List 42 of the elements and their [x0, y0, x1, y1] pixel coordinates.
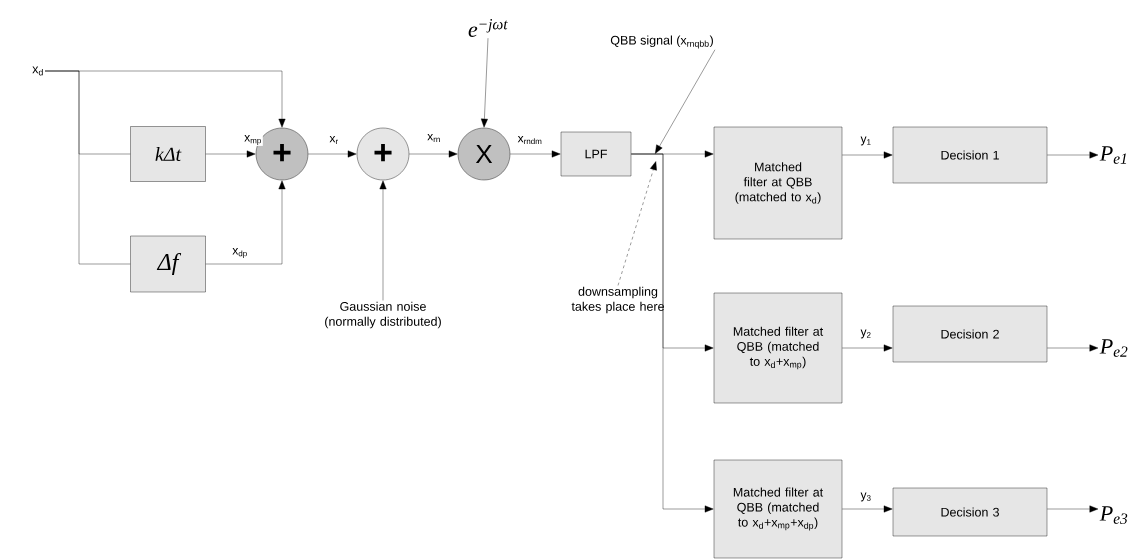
edge-label: y$_{3}$ — [859, 491, 873, 503]
arrow — [842, 344, 893, 352]
arrow — [1047, 151, 1099, 159]
frequency-box: Δf — [130, 235, 206, 293]
formula-label: e$^{−jωt}$ — [468, 19, 508, 37]
output-label: P$_{e3}$ — [1099, 506, 1128, 524]
edge-label: y$_{1}$ — [859, 135, 873, 147]
decision-box: Decision 3 — [892, 487, 1048, 537]
edge-label: x$_{r}$ — [328, 134, 340, 146]
arrow — [205, 150, 256, 158]
arrow — [842, 151, 893, 159]
arrow — [510, 150, 561, 158]
filter-box: LPF — [560, 131, 632, 177]
matched-filter-box: Matched filter at QBB (matched to x$_{d}$) — [713, 126, 843, 240]
edge-label: x$_{mp}$ — [243, 134, 263, 146]
edge-label: x$_{dp}$ — [231, 247, 249, 259]
decision-box: Decision 1 — [892, 126, 1048, 184]
delay-box: kΔt — [130, 126, 206, 182]
arrow — [205, 180, 286, 265]
output-label: P$_{e2}$ — [1099, 339, 1128, 357]
connector-line — [44, 70, 131, 265]
annotation-text: downsampling takes place here — [571, 286, 664, 314]
edge-label: x$_{rndm}$ — [516, 134, 544, 146]
leader-line — [617, 161, 657, 286]
matched-filter-box: Matched filter at QBB (matched to x$_{d}$+x$_{mp}$) — [713, 292, 843, 404]
arrow — [409, 150, 458, 158]
arrow — [379, 180, 387, 301]
arrow — [631, 153, 714, 513]
arrow — [1047, 344, 1099, 352]
arrow — [308, 150, 357, 158]
edge-label: y$_{2}$ — [859, 328, 873, 340]
annotation-text: QBB signal (x$_{rnqbb}$) — [610, 35, 713, 49]
output-label: P$_{e1}$ — [1099, 146, 1127, 164]
arrow — [1047, 505, 1099, 513]
arrow — [842, 505, 893, 513]
noise-label: Gaussian noise (normally distributed) — [325, 301, 441, 329]
arrow — [480, 37, 489, 128]
decision-box: Decision 2 — [892, 305, 1048, 363]
edge-label: x$_{rn}$ — [426, 132, 442, 144]
matched-filter-box: Matched filter at QBB (matched to x$_{d}$+x$_{mp}$+x$_{dp}$) — [713, 459, 843, 559]
leader-line — [655, 49, 716, 154]
signal-label: x$_{d}$ — [32, 66, 43, 76]
